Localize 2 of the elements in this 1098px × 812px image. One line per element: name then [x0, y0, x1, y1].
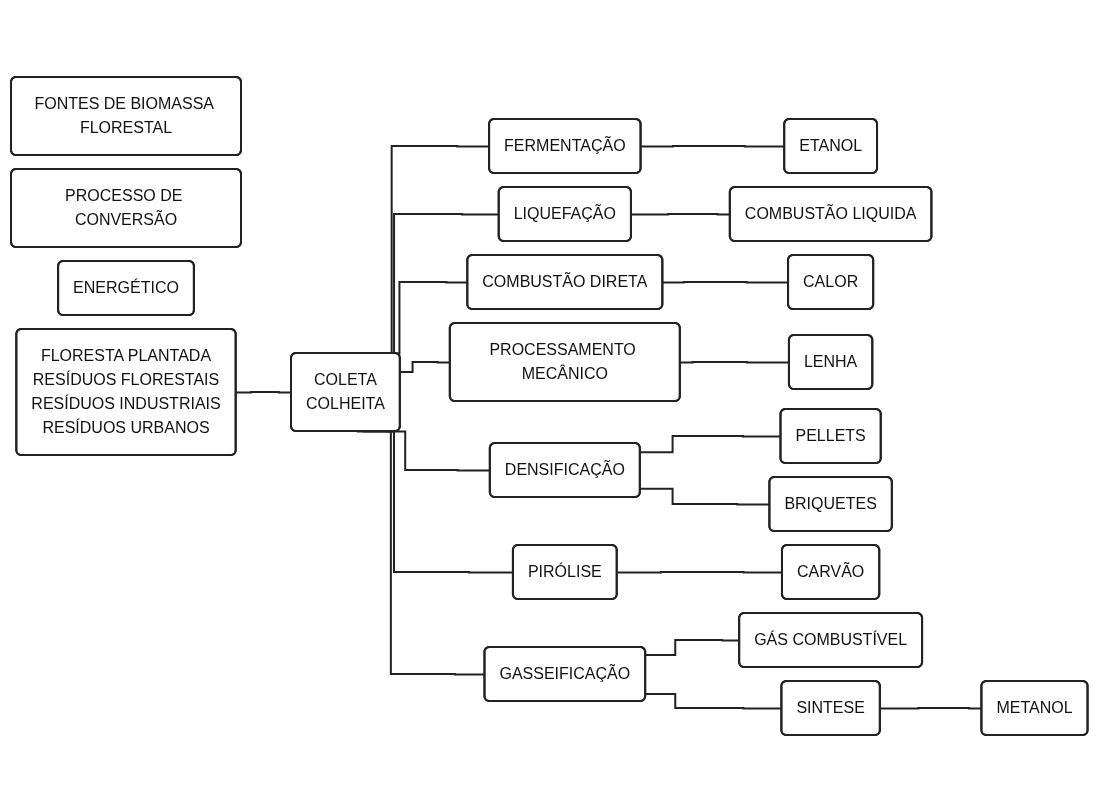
node-text: PROCESSO DE CONVERSÃO — [64, 187, 183, 228]
node-text: FONTES DE BIOMASSA FLORESTAL — [34, 95, 213, 136]
